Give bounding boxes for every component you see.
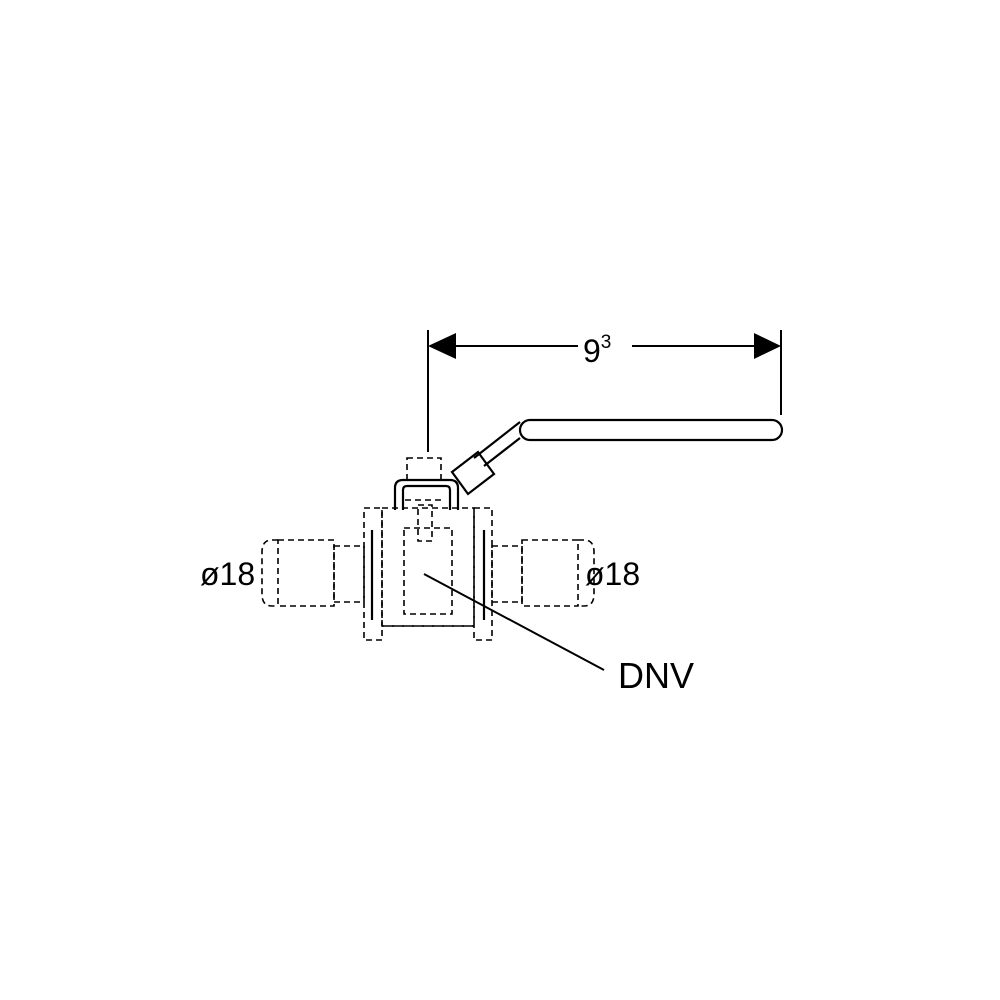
left-press-fitting: [277, 539, 335, 607]
arrowhead-right: [754, 333, 781, 359]
lever-arm-upper: [473, 421, 521, 459]
right-connector: [473, 507, 595, 641]
left-diameter-label: ø18: [200, 556, 255, 592]
lever-handle: [393, 418, 784, 510]
lever-sleeve: [450, 450, 496, 496]
right-diameter-label: ø18: [585, 556, 640, 592]
body-inner: [403, 527, 453, 615]
lever-bracket: [393, 478, 460, 510]
right-press-fitting: [521, 539, 579, 607]
left-flange-outer: [363, 507, 383, 641]
right-pipe-end: [578, 539, 595, 607]
lever-bracket-inner: [401, 484, 452, 510]
lever-grip: [518, 418, 784, 442]
left-pipe-end: [261, 539, 278, 607]
stem-body: [417, 504, 433, 542]
left-coupling: [333, 545, 365, 603]
dimension-superscript: 3: [601, 332, 612, 353]
body-outer: [381, 507, 475, 627]
stem-nut: [406, 457, 442, 481]
dimension-main: 9: [583, 333, 601, 369]
left-connector: [261, 507, 383, 641]
arrowhead-left: [428, 333, 456, 359]
right-coupling: [491, 545, 523, 603]
callout-label: DNV: [618, 655, 694, 696]
dimension-line: 93: [427, 330, 782, 452]
lever-arm-lower: [483, 437, 521, 467]
dimension-label: 93: [583, 332, 611, 369]
valve-body: [381, 507, 475, 627]
valve-stem: [405, 457, 445, 542]
callout-leader-line: [423, 573, 605, 671]
